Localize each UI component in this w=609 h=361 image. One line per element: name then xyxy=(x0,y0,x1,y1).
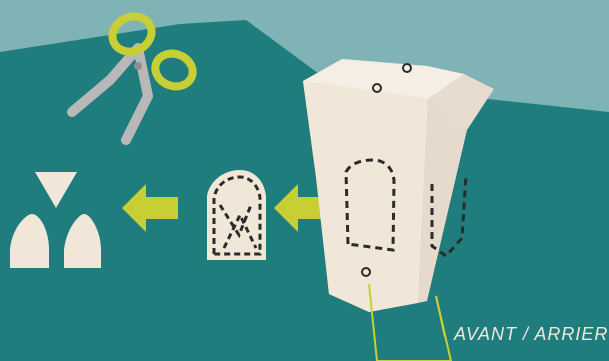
front-back-label: AVANT / ARRIERE xyxy=(453,324,609,344)
cut-piece xyxy=(207,170,266,260)
